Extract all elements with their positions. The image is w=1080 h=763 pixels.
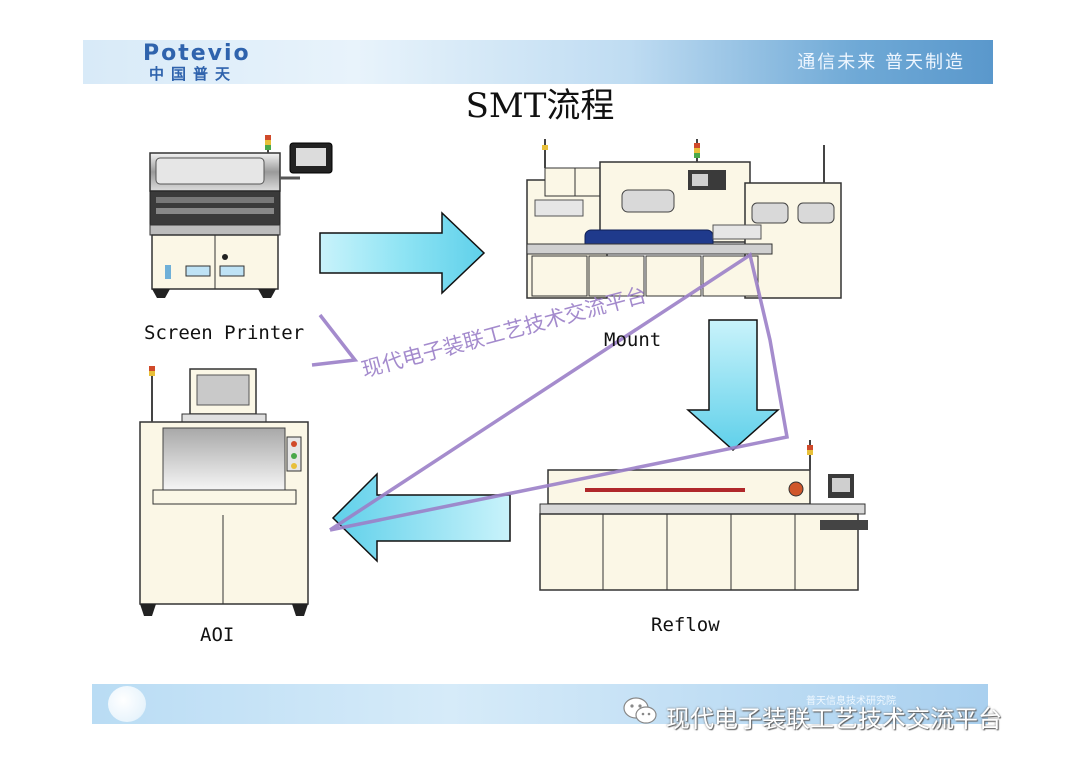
header-banner: Potevio 中国普天 通信未来 普天制造	[83, 40, 993, 84]
brand-name-cn: 中国普天	[149, 65, 238, 83]
footer-decoration	[108, 686, 146, 722]
mount-machine	[526, 139, 842, 299]
label-mount: Mount	[604, 329, 662, 351]
watermark-lines	[311, 252, 790, 532]
footer-bar	[92, 684, 988, 724]
flow-arrow-left	[331, 472, 511, 563]
wechat-icon	[623, 697, 657, 724]
brand-name-en: Potevio	[143, 41, 251, 66]
flow-arrow-right	[319, 211, 486, 295]
header-slogan: 通信未来 普天制造	[797, 52, 965, 73]
label-reflow: Reflow	[651, 614, 720, 636]
footer-small-text: 普天信息技术研究院	[806, 696, 896, 707]
reflow-oven	[539, 440, 868, 591]
slide-title: SMT流程	[465, 86, 615, 126]
label-aoi: AOI	[200, 624, 235, 646]
label-screen-printer: Screen Printer	[144, 322, 305, 344]
screen-printer-machine	[149, 135, 333, 298]
brand-logo: Potevio 中国普天	[143, 41, 251, 83]
aoi-machine	[139, 366, 309, 616]
flow-arrow-down	[686, 319, 780, 452]
wechat-caption: 现代电子装联工艺技术交流平台	[666, 705, 1002, 733]
